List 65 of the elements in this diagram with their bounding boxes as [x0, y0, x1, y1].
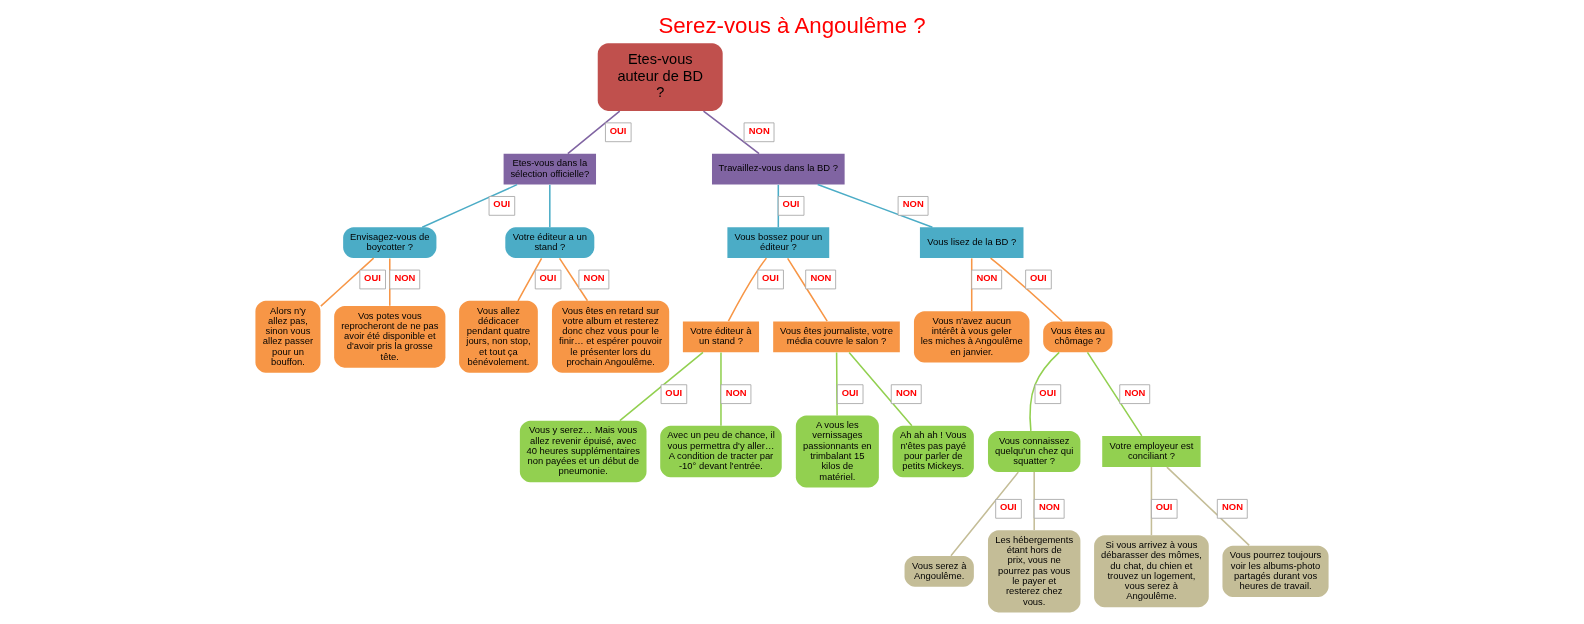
node-box: Vous y serez… Mais vous allez revenir épuisé, avec 40 heures supplémentaires non payées et un début de pneumonie. — [519, 420, 647, 483]
edge-label: OUI — [665, 386, 683, 398]
connector — [786, 257, 828, 322]
node-box: Votre éditeur à un stand ? — [682, 321, 760, 353]
node-box: Vous connaissez quelqu'un chez qui squatter ? — [987, 430, 1081, 473]
connector — [950, 471, 1020, 557]
edge-label: NON — [583, 272, 605, 284]
connector — [619, 351, 704, 422]
edge-label: NON — [895, 386, 917, 398]
node-box: Votre employeur est conciliant ? — [1102, 436, 1201, 467]
node-box: Envisagez-vous de boycotter ? — [343, 227, 437, 259]
edge-label: NON — [976, 272, 998, 284]
connector — [989, 257, 1063, 323]
connector — [702, 110, 760, 155]
node-box: Avec un peu de chance, il vous permettra d'y aller… A condition de tracter par -10° devant l'entrée. — [660, 425, 782, 478]
edge-label: OUI — [609, 124, 627, 136]
node-box: Votre éditeur a un stand ? — [505, 227, 595, 259]
node-box: Vous lisez de la BD ? — [919, 227, 1024, 259]
node-box: Les hébergements étant hors de prix, vous ne pourrez pas vous le payer et resterez chez vous. — [987, 530, 1081, 613]
edge-label: OUI — [1039, 386, 1057, 398]
connector — [727, 257, 768, 322]
node-box: Vos potes vous reprocheront de ne pas avoir été disponible et d'avoir pris la grosse tête. — [334, 306, 446, 368]
connector — [835, 351, 838, 417]
node-box: A vous les vernissages passionnants en trimbalant 15 kilos de matériel. — [795, 415, 879, 488]
connector — [1033, 471, 1035, 531]
edge-label: OUI — [364, 272, 381, 284]
edge-label: NON — [1038, 501, 1060, 513]
edge-label: OUI — [999, 501, 1017, 513]
connector — [567, 110, 621, 155]
edge-label: OUI — [539, 272, 557, 284]
node-box: Vous bossez pour un éditeur ? — [727, 227, 830, 259]
edge-label: OUI — [493, 198, 511, 210]
connector — [320, 257, 375, 307]
connector — [558, 257, 589, 302]
edge-label: OUI — [782, 198, 800, 210]
edge-label: OUI — [841, 386, 859, 398]
connector — [549, 184, 551, 228]
connector — [517, 257, 543, 302]
node-box: Etes-vous auteur de BD ? — [597, 43, 723, 111]
node-box: Vous êtes journaliste, votre média couvre le salon ? — [773, 321, 900, 353]
edge-label: NON — [902, 198, 924, 210]
node-box: Vous n'avez aucun intérêt à vous geler les miches à Angoulême en janvier. — [913, 311, 1030, 363]
diagram-title: Serez-vous à Angoulême ? — [658, 12, 926, 38]
node-box: Vous êtes au chômage ? — [1043, 321, 1113, 353]
edge-label: OUI — [1029, 272, 1047, 284]
edge-label: NON — [725, 386, 747, 398]
node-box: Si vous arrivez à vous débarasser des mômes, du chat, du chien et trouvez un logement, vous serez à Angoulême. — [1094, 535, 1209, 608]
edge-label: NON — [1222, 501, 1243, 513]
connector — [816, 183, 934, 228]
node-box: Vous pourrez toujours voir les albums-photo partagés durant vos heures de travail. — [1222, 545, 1329, 597]
node-box: Vous allez dédicacer pendant quatre jours, non stop, et tout ça bénévolement. — [459, 300, 538, 373]
node-box: Etes-vous dans la sélection officielle? — [503, 153, 597, 185]
node-box: Vous êtes en retard sur votre album et resterez donc chez vous pour le finir… et espérer pouvoir le présenter lors du prochain Angoulême. — [551, 300, 670, 373]
node-box: Travaillez-vous dans la BD ? — [712, 153, 845, 185]
edge-label: NON — [810, 272, 832, 284]
edge-label: OUI — [762, 272, 779, 284]
edge-label: OUI — [1155, 501, 1173, 513]
connector — [848, 351, 913, 427]
node-box: Alors n'y allez pas, sinon vous allez passer pour un bouffon. — [255, 300, 321, 373]
connector — [1086, 351, 1143, 437]
edge-label: NON — [1124, 386, 1146, 398]
node-box: Ah ah ah ! Vous n'êtes pas payé pour parler de petits Mickeys. — [892, 425, 974, 478]
node-box: Vous serez à Angoulême. — [904, 555, 974, 587]
edge-label: NON — [394, 272, 416, 284]
edge-label: NON — [748, 124, 770, 136]
